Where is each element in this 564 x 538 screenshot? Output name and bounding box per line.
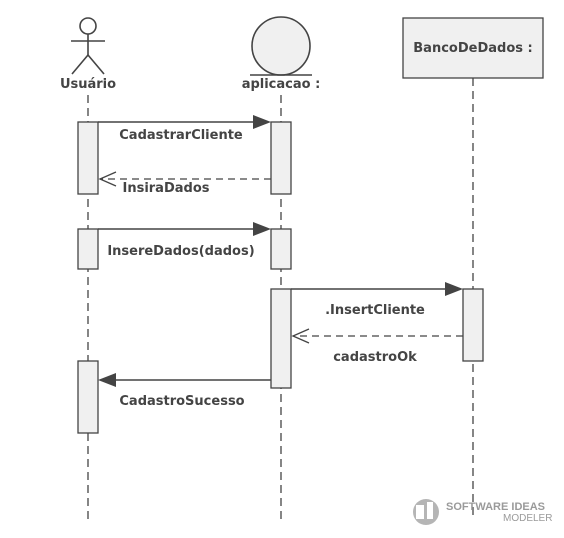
message-arrow-cadastrar-cliente [98, 115, 271, 129]
activation-usuario-1 [77, 121, 99, 195]
message-label-insere-dados: InsereDados(dados) [107, 244, 254, 259]
activation-usuario-3 [77, 360, 99, 434]
message-label-insert-cliente: .InsertCliente [325, 303, 425, 318]
activation-usuario-2 [77, 228, 99, 270]
message-label-insira-dados: InsiraDados [122, 181, 209, 196]
actor-usuario-icon [71, 17, 105, 75]
message-label-cadastrar-cliente: CadastrarCliente [119, 128, 243, 143]
message-label-cadastro-sucesso: CadastroSucesso [119, 394, 244, 409]
activation-aplicacao-2 [270, 228, 292, 270]
entity-aplicacao-icon [250, 16, 312, 76]
message-label-cadastro-ok: cadastroOk [333, 350, 417, 365]
watermark-line-1: SOFTWARE IDEAS [446, 501, 545, 513]
message-arrow-cadastro-sucesso [98, 373, 271, 387]
message-arrow-insert-cliente [291, 282, 463, 296]
message-arrow-insira-dados [98, 171, 271, 187]
participant-banco-label: BancoDeDados : [413, 41, 532, 56]
activation-aplicacao-3 [270, 288, 292, 389]
watermark-logo-icon [413, 499, 439, 525]
participant-aplicacao-label: aplicacao : [242, 77, 321, 92]
activation-banco-1 [462, 288, 484, 362]
activation-aplicacao-1 [270, 121, 292, 195]
participant-banco-box [402, 17, 544, 79]
participant-usuario-label: Usuário [60, 77, 116, 92]
message-arrow-cadastro-ok [291, 328, 463, 344]
message-arrow-insere-dados [98, 222, 271, 236]
watermark-line-2: MODELER [503, 513, 552, 524]
